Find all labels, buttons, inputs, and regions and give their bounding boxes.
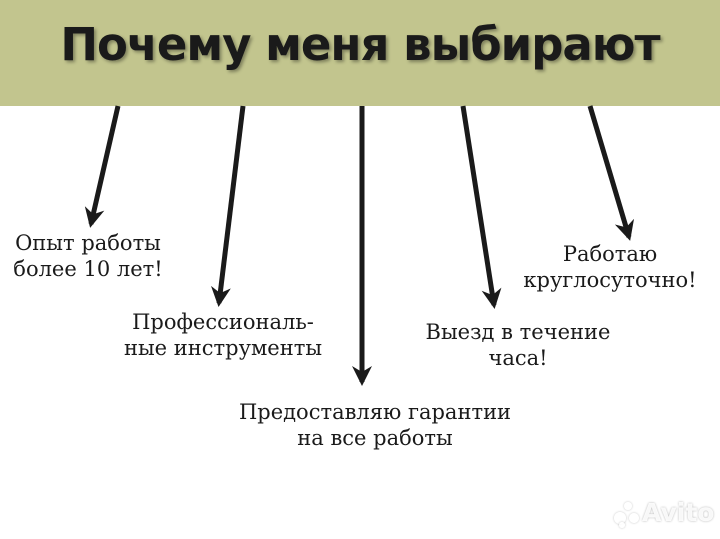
arrow-1 [84, 105, 121, 228]
reason-tools: Профессиональ- ные инструменты [108, 309, 338, 361]
reason-line: круглосуточно! [523, 268, 697, 292]
reason-line: Выезд в течение [425, 320, 611, 344]
reason-line: часа! [488, 346, 548, 370]
page-title: Почему меня выбирают [60, 18, 660, 71]
reason-line: Профессиональ- [132, 310, 314, 334]
arrow-2 [211, 105, 246, 307]
reason-24-7: Работаю круглосуточно! [507, 241, 713, 293]
reason-guarantee: Предоставляю гарантии на все работы [205, 399, 545, 451]
avito-watermark: Avito [612, 498, 716, 528]
reason-line: Предоставляю гарантии [238, 400, 512, 424]
watermark-text: Avito [642, 498, 715, 527]
reason-line: на все работы [297, 426, 453, 450]
reason-line: более 10 лет! [13, 257, 163, 281]
reason-line: ные инструменты [123, 336, 323, 360]
reason-experience: Опыт работы более 10 лет! [0, 230, 176, 282]
avito-logo-icon [612, 500, 642, 528]
arrow-4 [460, 105, 502, 309]
reason-line: Опыт работы [15, 231, 161, 255]
reason-arrival: Выезд в течение часа! [413, 319, 623, 371]
arrow-5 [587, 105, 635, 241]
header-banner: Почему меня выбирают [0, 0, 720, 106]
reason-line: Работаю [562, 242, 658, 266]
